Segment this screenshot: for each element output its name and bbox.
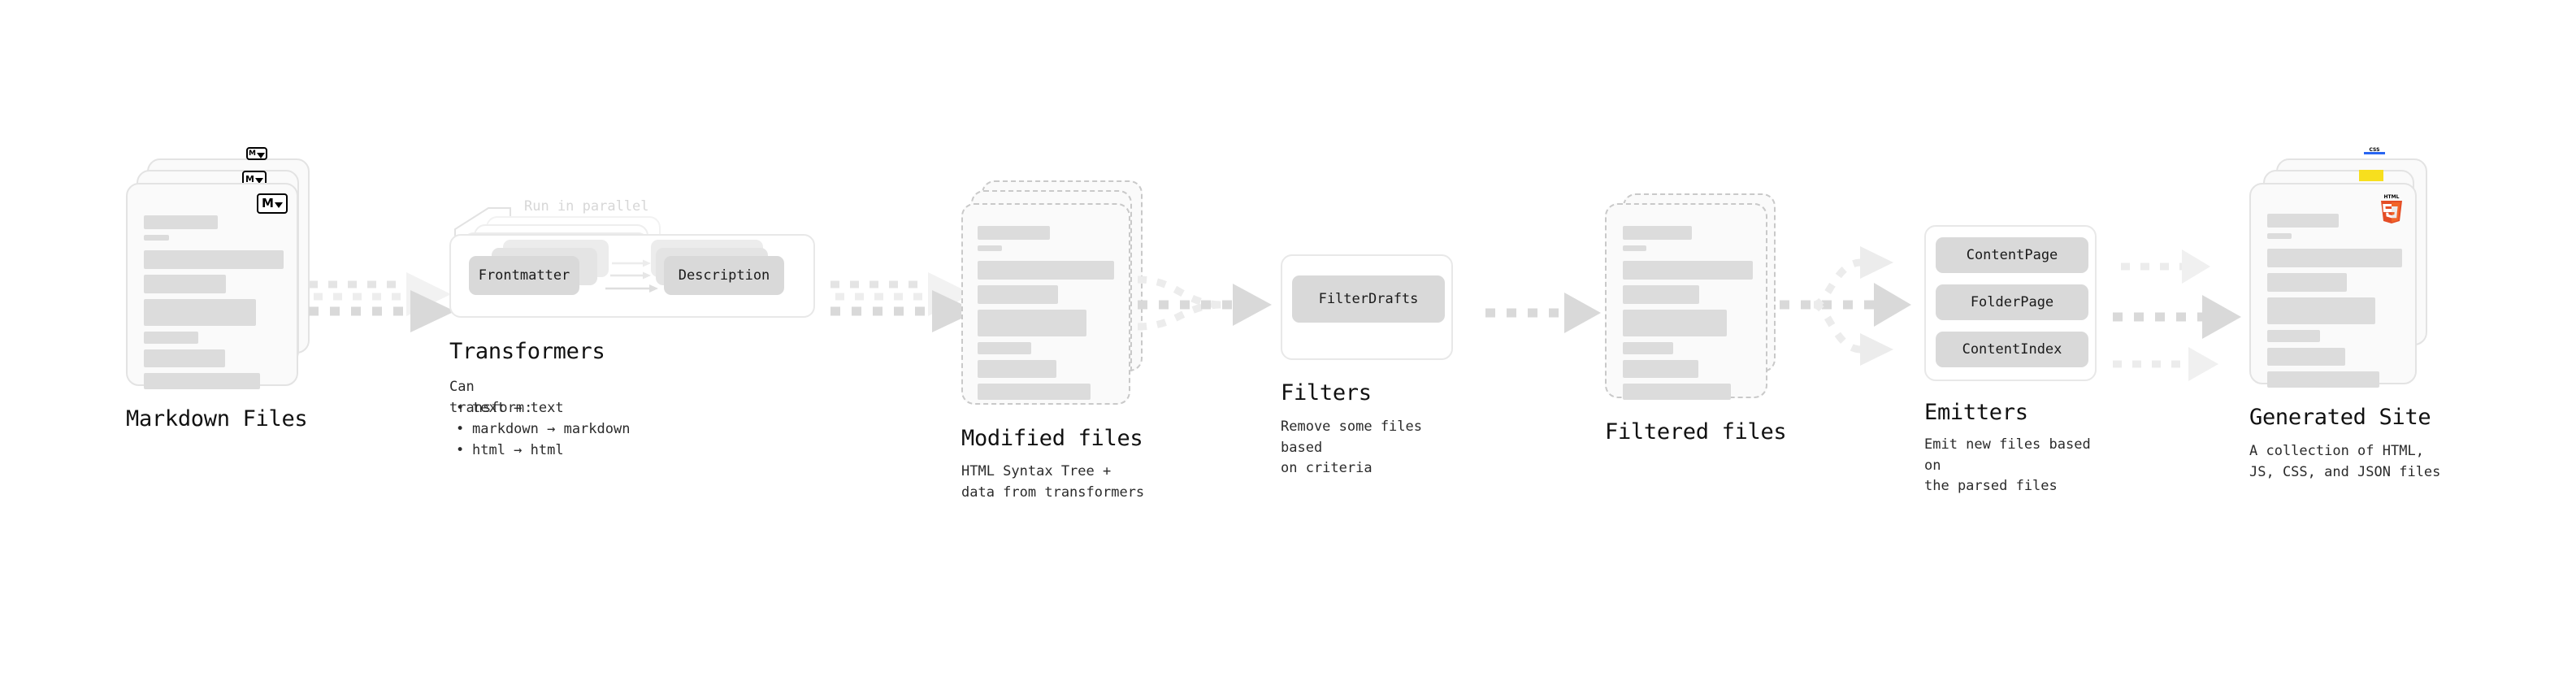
js-icon (2359, 170, 2383, 181)
stage-modified-files: Modified files HTML Syntax Tree + data f… (961, 180, 1156, 501)
markdown-letter: M (249, 149, 256, 158)
stage-title-emitters: Emitters (1924, 400, 2028, 425)
doc-placeholder-lines (144, 215, 284, 389)
transform-rule-text: text → text (449, 398, 630, 419)
markdown-letter: M (245, 173, 254, 184)
modified-file-stack (961, 180, 1156, 412)
markdown-letter: M (262, 196, 274, 210)
generated-site-stack: CSS HTML (2249, 147, 2444, 394)
stage-title-modified-files: Modified files (961, 426, 1143, 451)
stage-generated-site: CSS HTML (2249, 147, 2444, 480)
markdown-file-stack: M M M (126, 147, 321, 390)
pill-folderpage[interactable]: FolderPage (1936, 284, 2088, 320)
emitters-group-box: ContentPage FolderPage ContentIndex (1924, 225, 2097, 381)
connector-filtered-to-emitters (1780, 246, 1911, 366)
connector-transformers-to-modified (830, 272, 977, 332)
doc-placeholder-lines (2267, 214, 2402, 388)
pill-contentindex[interactable]: ContentIndex (1936, 332, 2088, 367)
doc-placeholder-lines (1623, 226, 1753, 400)
pill-frontmatter[interactable]: Frontmatter (469, 256, 579, 295)
doc-placeholder-lines (978, 226, 1114, 400)
transform-rule-markdown: markdown → markdown (449, 419, 630, 440)
html5-icon: HTML (2378, 193, 2405, 225)
transformer-internal-arrows (605, 259, 658, 293)
run-in-parallel-label: Run in parallel (524, 198, 649, 215)
modified-files-description: HTML Syntax Tree + data from transformer… (961, 463, 1145, 501)
svg-text:HTML: HTML (2384, 194, 2400, 200)
css-icon: CSS (2364, 147, 2385, 154)
stage-filters: FilterDrafts Filters Remove some files b… (1281, 254, 1453, 476)
pill-description[interactable]: Description (664, 256, 784, 295)
connector-markdown-to-transformers (309, 272, 455, 332)
stage-title-filtered-files: Filtered files (1605, 419, 1787, 445)
markdown-icon: M (246, 147, 267, 160)
markdown-icon: M (257, 193, 288, 214)
connector-emitters-to-site (2113, 249, 2241, 381)
transform-rule-html: html → html (449, 440, 630, 462)
pill-filterdrafts[interactable]: FilterDrafts (1292, 275, 1445, 323)
filtered-file-stack (1605, 193, 1792, 417)
generated-site-description: A collection of HTML, JS, CSS, and JSON … (2249, 443, 2441, 480)
doc-card-front: M (126, 183, 298, 389)
filters-group-box: FilterDrafts (1281, 254, 1453, 360)
stage-title-filters: Filters (1281, 380, 1372, 406)
stage-emitters: ContentPage FolderPage ContentIndex Emit… (1924, 225, 2097, 494)
stage-title-markdown-files: Markdown Files (126, 406, 308, 432)
connector-modified-to-filters (1137, 275, 1272, 331)
doc-card-front (1605, 203, 1767, 400)
doc-card-front: HTML (2249, 183, 2417, 388)
emitters-description: Emit new files based on the parsed files (1924, 436, 2091, 494)
doc-card-front (961, 203, 1130, 405)
connector-filters-to-filtered (1485, 293, 1601, 333)
stage-markdown-files: M M M Markdown Files (126, 147, 321, 432)
stage-title-transformers: Transformers (449, 339, 605, 364)
transformers-description-list: text → text markdown → markdown html → h… (449, 398, 630, 461)
stage-filtered-files: Filtered files (1605, 193, 1792, 445)
pill-contentpage[interactable]: ContentPage (1936, 237, 2088, 273)
filters-description: Remove some files based on criteria (1281, 419, 1422, 476)
stage-title-generated-site: Generated Site (2249, 405, 2431, 430)
